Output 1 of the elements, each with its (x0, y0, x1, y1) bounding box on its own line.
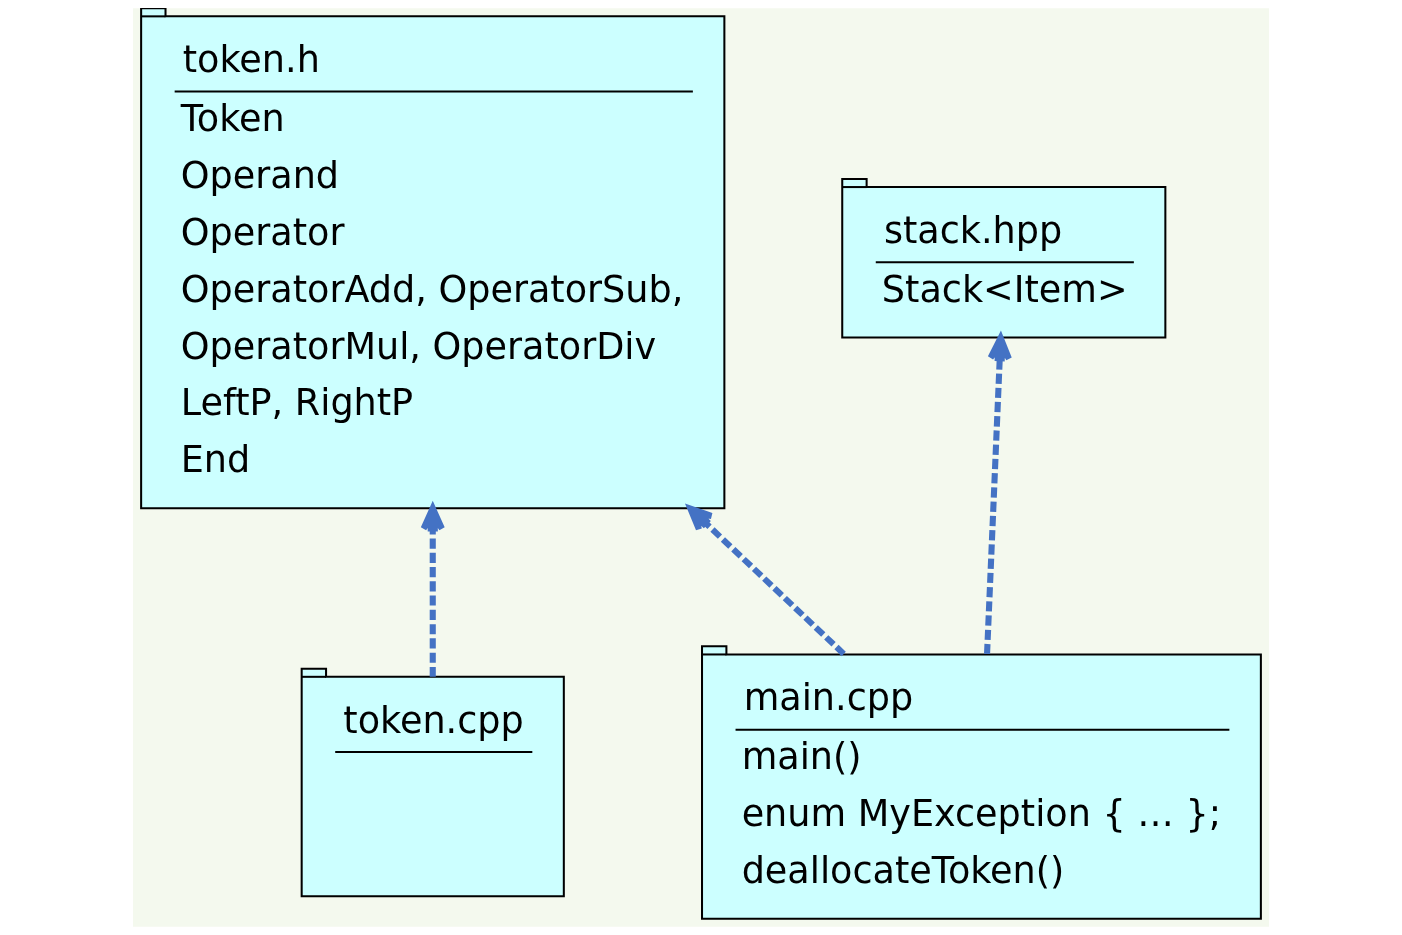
arrow (687, 505, 846, 657)
